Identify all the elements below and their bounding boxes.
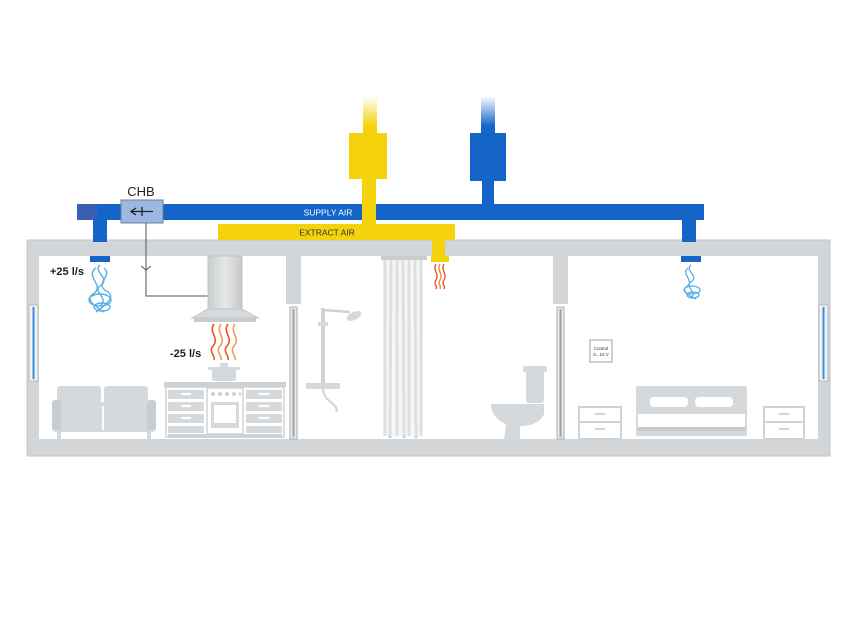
supply-riser (481, 96, 495, 136)
chb-label: CHB (127, 184, 154, 199)
chb-damper: CHB (120, 184, 164, 224)
supply-duct (77, 96, 704, 262)
extract-fan-box (349, 133, 387, 179)
partition-wall-1 (286, 256, 301, 304)
sensor-label-line2: 0...10 V (593, 352, 609, 357)
door-1 (289, 306, 298, 440)
oven (206, 387, 244, 435)
window-right (818, 304, 829, 382)
extract-duct (218, 96, 455, 262)
shower (306, 308, 362, 413)
arrow-icon (129, 207, 153, 216)
supply-main-duct (77, 204, 704, 220)
extract-riser (363, 96, 377, 136)
door-2 (556, 306, 565, 440)
airflow-swirl-icon (88, 264, 112, 313)
extract-main-duct (218, 224, 455, 240)
partition-wall-2 (553, 256, 568, 304)
window-left (28, 304, 39, 382)
sensor-label-line1: Control (594, 346, 609, 351)
toilet (491, 366, 547, 440)
pot (208, 363, 240, 381)
building (26, 239, 831, 457)
nightstand-right (763, 406, 805, 440)
extract-flow-label: -25 l/s (170, 348, 201, 360)
supply-duct-end (77, 204, 97, 220)
supply-fan-box (470, 133, 506, 181)
supply-flow-label: +25 l/s (50, 266, 84, 278)
shower-curtain (381, 256, 427, 439)
supply-air-label: SUPPLY AIR (304, 208, 353, 218)
sofa (52, 386, 156, 439)
control-sensor: Control 0...10 V (589, 339, 613, 363)
extract-air-label: EXTRACT AIR (299, 228, 355, 238)
control-wire (145, 223, 208, 297)
roof-slab (27, 240, 830, 256)
kitchen-hood (190, 255, 260, 322)
bed (636, 386, 747, 436)
airflow-swirl-icon (683, 264, 701, 300)
heat-waves-icon (434, 263, 446, 290)
floor-slab (27, 439, 830, 456)
nightstand-left (578, 406, 622, 440)
heat-waves-icon (210, 323, 238, 361)
